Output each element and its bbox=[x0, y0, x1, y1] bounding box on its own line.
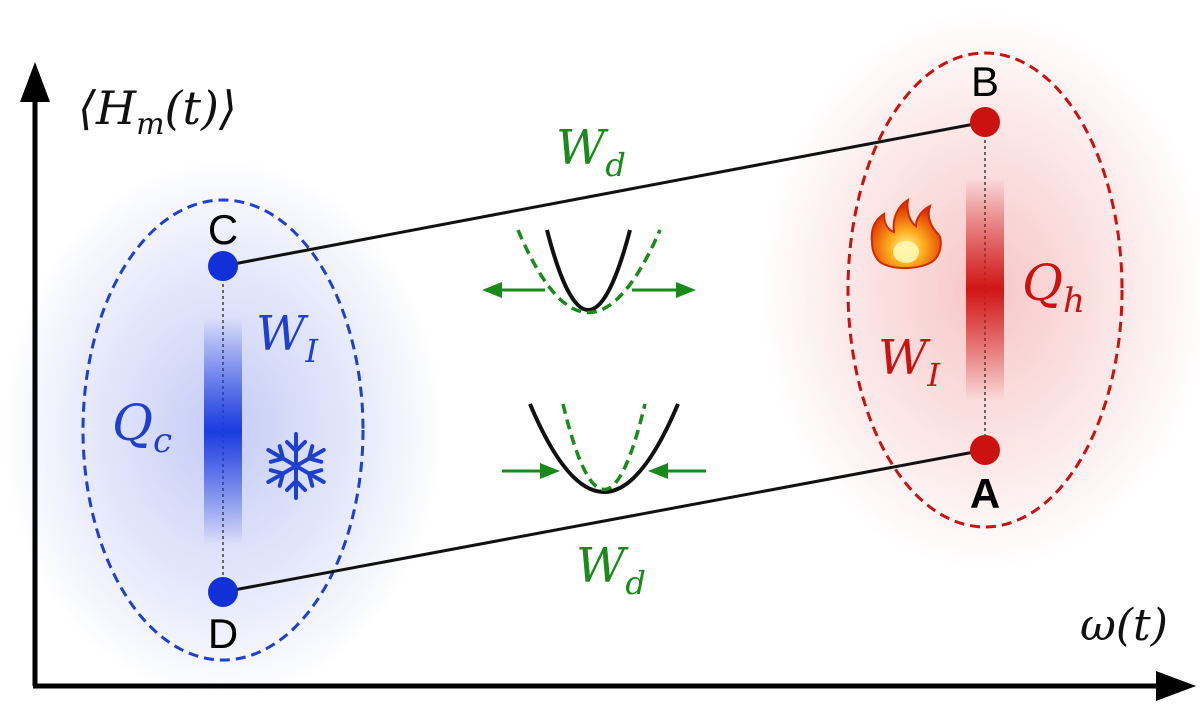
point-b-label: B bbox=[971, 58, 999, 105]
flame-icon bbox=[870, 198, 942, 270]
potential-expand-solid bbox=[545, 229, 632, 312]
work-internal-hot-sub: I bbox=[926, 356, 941, 394]
potential-expand-icon bbox=[482, 229, 696, 314]
work-drive-top-sub: d bbox=[605, 146, 625, 184]
y-axis-label-main: ⟨H bbox=[78, 81, 137, 135]
heat-hot-label: Qh bbox=[1022, 254, 1085, 321]
point-a bbox=[970, 435, 1000, 465]
cold-bath-ellipse bbox=[81, 198, 365, 662]
work-internal-hot-label: WI bbox=[878, 330, 941, 394]
stroke-c-to-b bbox=[222, 120, 986, 268]
work-internal-cold-main: W bbox=[256, 306, 309, 362]
work-drive-bottom-label: Wd bbox=[576, 538, 646, 602]
potential-compress-solid bbox=[528, 403, 680, 494]
heat-cold-label: Qc bbox=[112, 394, 172, 461]
heat-hot-main: Q bbox=[1022, 254, 1063, 312]
hot-bath-region bbox=[760, 10, 1200, 570]
y-axis-label: ⟨Hm(t)⟩ bbox=[78, 81, 237, 142]
work-drive-bottom-main: W bbox=[576, 538, 629, 594]
compress-arrowhead-right bbox=[648, 463, 668, 479]
potential-compress-icon bbox=[502, 403, 706, 494]
work-drive-bottom-sub: d bbox=[625, 564, 645, 602]
work-internal-hot-main: W bbox=[878, 330, 931, 386]
heat-hot-sub: h bbox=[1063, 281, 1085, 321]
potential-expand-dashed bbox=[516, 229, 662, 314]
point-d bbox=[208, 577, 238, 607]
stroke-d-to-a bbox=[222, 448, 986, 594]
work-drive-top-main: W bbox=[556, 120, 609, 176]
potential-compress-dashed bbox=[561, 403, 647, 491]
compress-arrowhead-left bbox=[540, 463, 560, 479]
expand-arrowhead-right bbox=[676, 282, 696, 298]
hot-heat-bar bbox=[966, 178, 1004, 400]
point-c bbox=[208, 251, 238, 281]
point-b bbox=[970, 107, 1000, 137]
y-axis-arrow bbox=[20, 62, 50, 102]
work-drive-top-label: Wd bbox=[556, 120, 626, 184]
snowflake-icon bbox=[266, 432, 326, 500]
work-internal-cold-sub: I bbox=[304, 332, 319, 370]
point-c-label: C bbox=[208, 206, 238, 253]
y-axis-label-sub: m bbox=[136, 107, 164, 142]
expand-arrowhead-left bbox=[482, 282, 502, 298]
point-d-label: D bbox=[208, 610, 238, 657]
x-axis-label: ω(t) bbox=[1080, 600, 1168, 651]
heat-cold-main: Q bbox=[112, 394, 153, 452]
heat-cold-sub: c bbox=[153, 421, 172, 461]
cold-bath-region bbox=[3, 160, 443, 700]
point-a-label: A bbox=[970, 470, 1000, 517]
work-internal-cold-label: WI bbox=[256, 306, 319, 370]
y-axis-label-tail: (t)⟩ bbox=[165, 81, 237, 135]
cold-heat-bar bbox=[204, 318, 242, 544]
x-axis-arrow bbox=[1156, 671, 1196, 701]
hot-bath-ellipse bbox=[846, 51, 1124, 529]
